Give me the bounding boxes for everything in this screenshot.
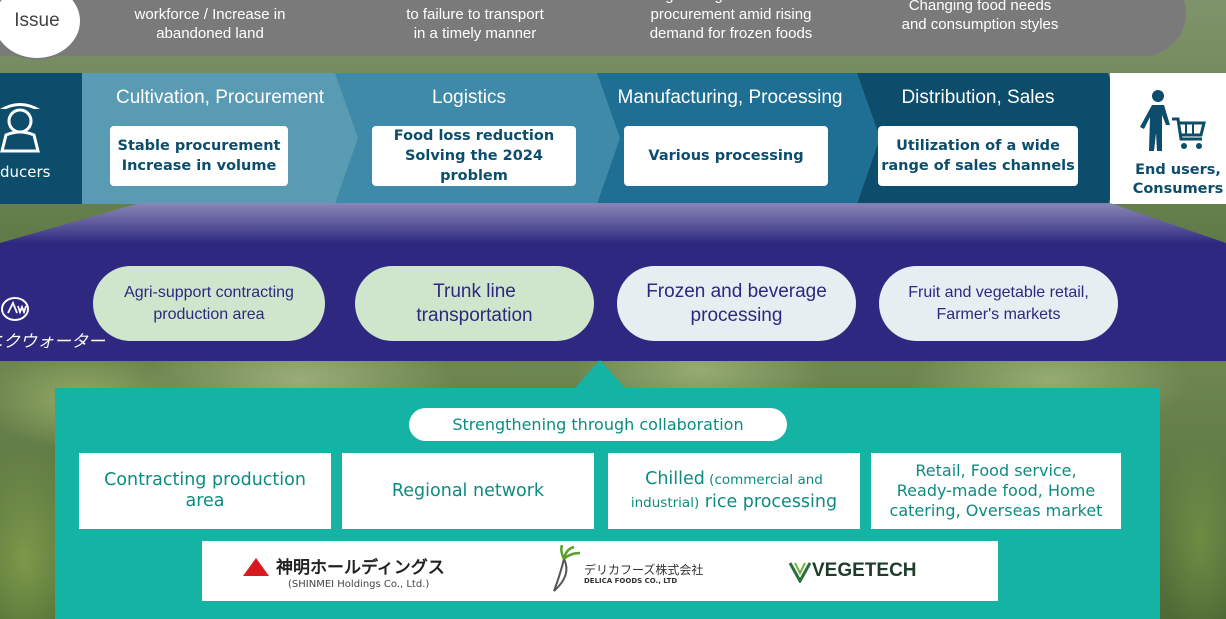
- stage-box: Various processing: [624, 126, 828, 186]
- delica-name-en: DELICA FOODS CO., LTD: [584, 577, 678, 585]
- vegetech-name: VEGETECH: [812, 560, 917, 581]
- shinmei-name-en: (SHINMEI Holdings Co., Ltd.): [288, 579, 430, 590]
- stage-title: Manufacturing, Processing: [617, 87, 843, 108]
- vegetech-logo-icon: [788, 562, 812, 583]
- partner-logos: 神明ホールディングス (SHINMEI Holdings Co., Ltd.) …: [202, 541, 998, 601]
- pill-agri-support: Agri-support contracting production area: [93, 266, 325, 341]
- box-chilled-rice: Chilled (commercial and industrial) rice…: [608, 453, 860, 529]
- stage-title: Logistics: [432, 87, 506, 108]
- company-logo-icon: [1, 297, 29, 321]
- issue-food-needs: Changing food needs and consumption styl…: [901, 0, 1059, 33]
- collaboration-title: Strengthening through collaboration: [409, 408, 787, 441]
- stage-manufacturing: Manufacturing, Processing Various proces…: [600, 73, 860, 204]
- chilled-small-2: industrial): [630, 495, 700, 511]
- issue-waste: Increased waste due to failure to transp…: [406, 0, 544, 42]
- box-retail-food-service: Retail, Food service, Ready-made food, H…: [871, 453, 1121, 529]
- stage-title: Cultivation, Procurement: [115, 87, 325, 108]
- company-logo-text: ニクウォーター: [0, 332, 105, 352]
- purple-connector: [0, 203, 1226, 243]
- shinmei-name-jp: 神明ホールディングス: [276, 558, 445, 578]
- value-chain: ducers Cultivation, Procurement Stable p…: [0, 73, 1226, 204]
- stage-title: Distribution, Sales: [901, 87, 1055, 108]
- company-band: ニクウォーター Agri-support contracting product…: [0, 243, 1226, 361]
- end-users-box: End users, Consumers: [1110, 73, 1226, 204]
- shinmei-logo-icon: [243, 558, 269, 576]
- stage-logistics: Logistics Food loss reduction Solving th…: [358, 73, 580, 204]
- chilled-main-1: Chilled: [645, 469, 705, 489]
- producers-label: ducers: [0, 163, 51, 181]
- delica-name-jp: デリカフーズ株式会社: [584, 563, 704, 577]
- shopper-cart-icon: [1140, 90, 1206, 151]
- collaboration-pointer: [575, 360, 625, 388]
- stage-cultivation: Cultivation, Procurement Stable procurem…: [82, 73, 358, 204]
- delica-carrot-icon: [553, 545, 581, 592]
- pill-frozen-processing: Frozen and beverage processing: [617, 266, 856, 341]
- chilled-small-1: (commercial and: [704, 472, 823, 488]
- pill-fruit-retail: Fruit and vegetable retail, Farmer's mar…: [879, 266, 1118, 341]
- box-regional-network: Regional network: [342, 453, 594, 529]
- end-users-label: End users, Consumers: [1132, 162, 1224, 197]
- box-contracting-area: Contracting production area: [79, 453, 331, 529]
- issue-workforce: Decrease in workforce / Increase in aban…: [134, 0, 286, 42]
- stage-box: Utilization of a wide range of sales cha…: [878, 126, 1078, 186]
- pill-trunk-line: Trunk line transportation: [355, 266, 594, 341]
- stage-distribution: Distribution, Sales Utilization of a wid…: [866, 73, 1090, 204]
- stage-box: Stable procurement Increase in volume: [110, 126, 288, 186]
- issue-bar: [0, 0, 1186, 56]
- issue-procurement: Tightening raw material procurement amid…: [649, 0, 813, 42]
- stage-box: Food loss reduction Solving the 2024 pro…: [372, 126, 576, 186]
- farmer-icon: [0, 103, 40, 153]
- chilled-main-2: rice processing: [699, 492, 838, 512]
